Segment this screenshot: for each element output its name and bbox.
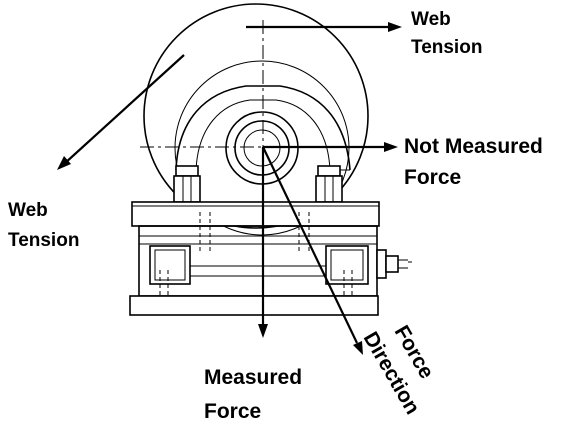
cable-connector (376, 249, 412, 279)
web-tension-left-label-line1: Web (8, 200, 48, 221)
force-direction-label: Force Direction (359, 322, 438, 419)
web-tension-left-arrow (57, 54, 185, 170)
web-tension-top-label-line1: Web (411, 9, 451, 30)
measured-force-label-line1: Measured (204, 366, 302, 389)
web-tension-left-label-line2: Tension (8, 230, 79, 251)
measured-force-label-line2: Force (204, 400, 261, 423)
top-bolts (173, 165, 343, 203)
web-tension-top-arrow (246, 22, 402, 32)
measured-force-arrow (258, 147, 268, 338)
force-direction-arrow (262, 146, 363, 355)
base-plate (129, 295, 379, 316)
not-measured-force-label-line1: Not Measured (404, 135, 543, 158)
load-cell (138, 212, 378, 304)
top-plate (131, 201, 380, 227)
not-measured-force-arrow (263, 142, 398, 152)
web-tension-top-label-line2: Tension (411, 37, 482, 58)
not-measured-force-label-line2: Force (404, 166, 461, 189)
